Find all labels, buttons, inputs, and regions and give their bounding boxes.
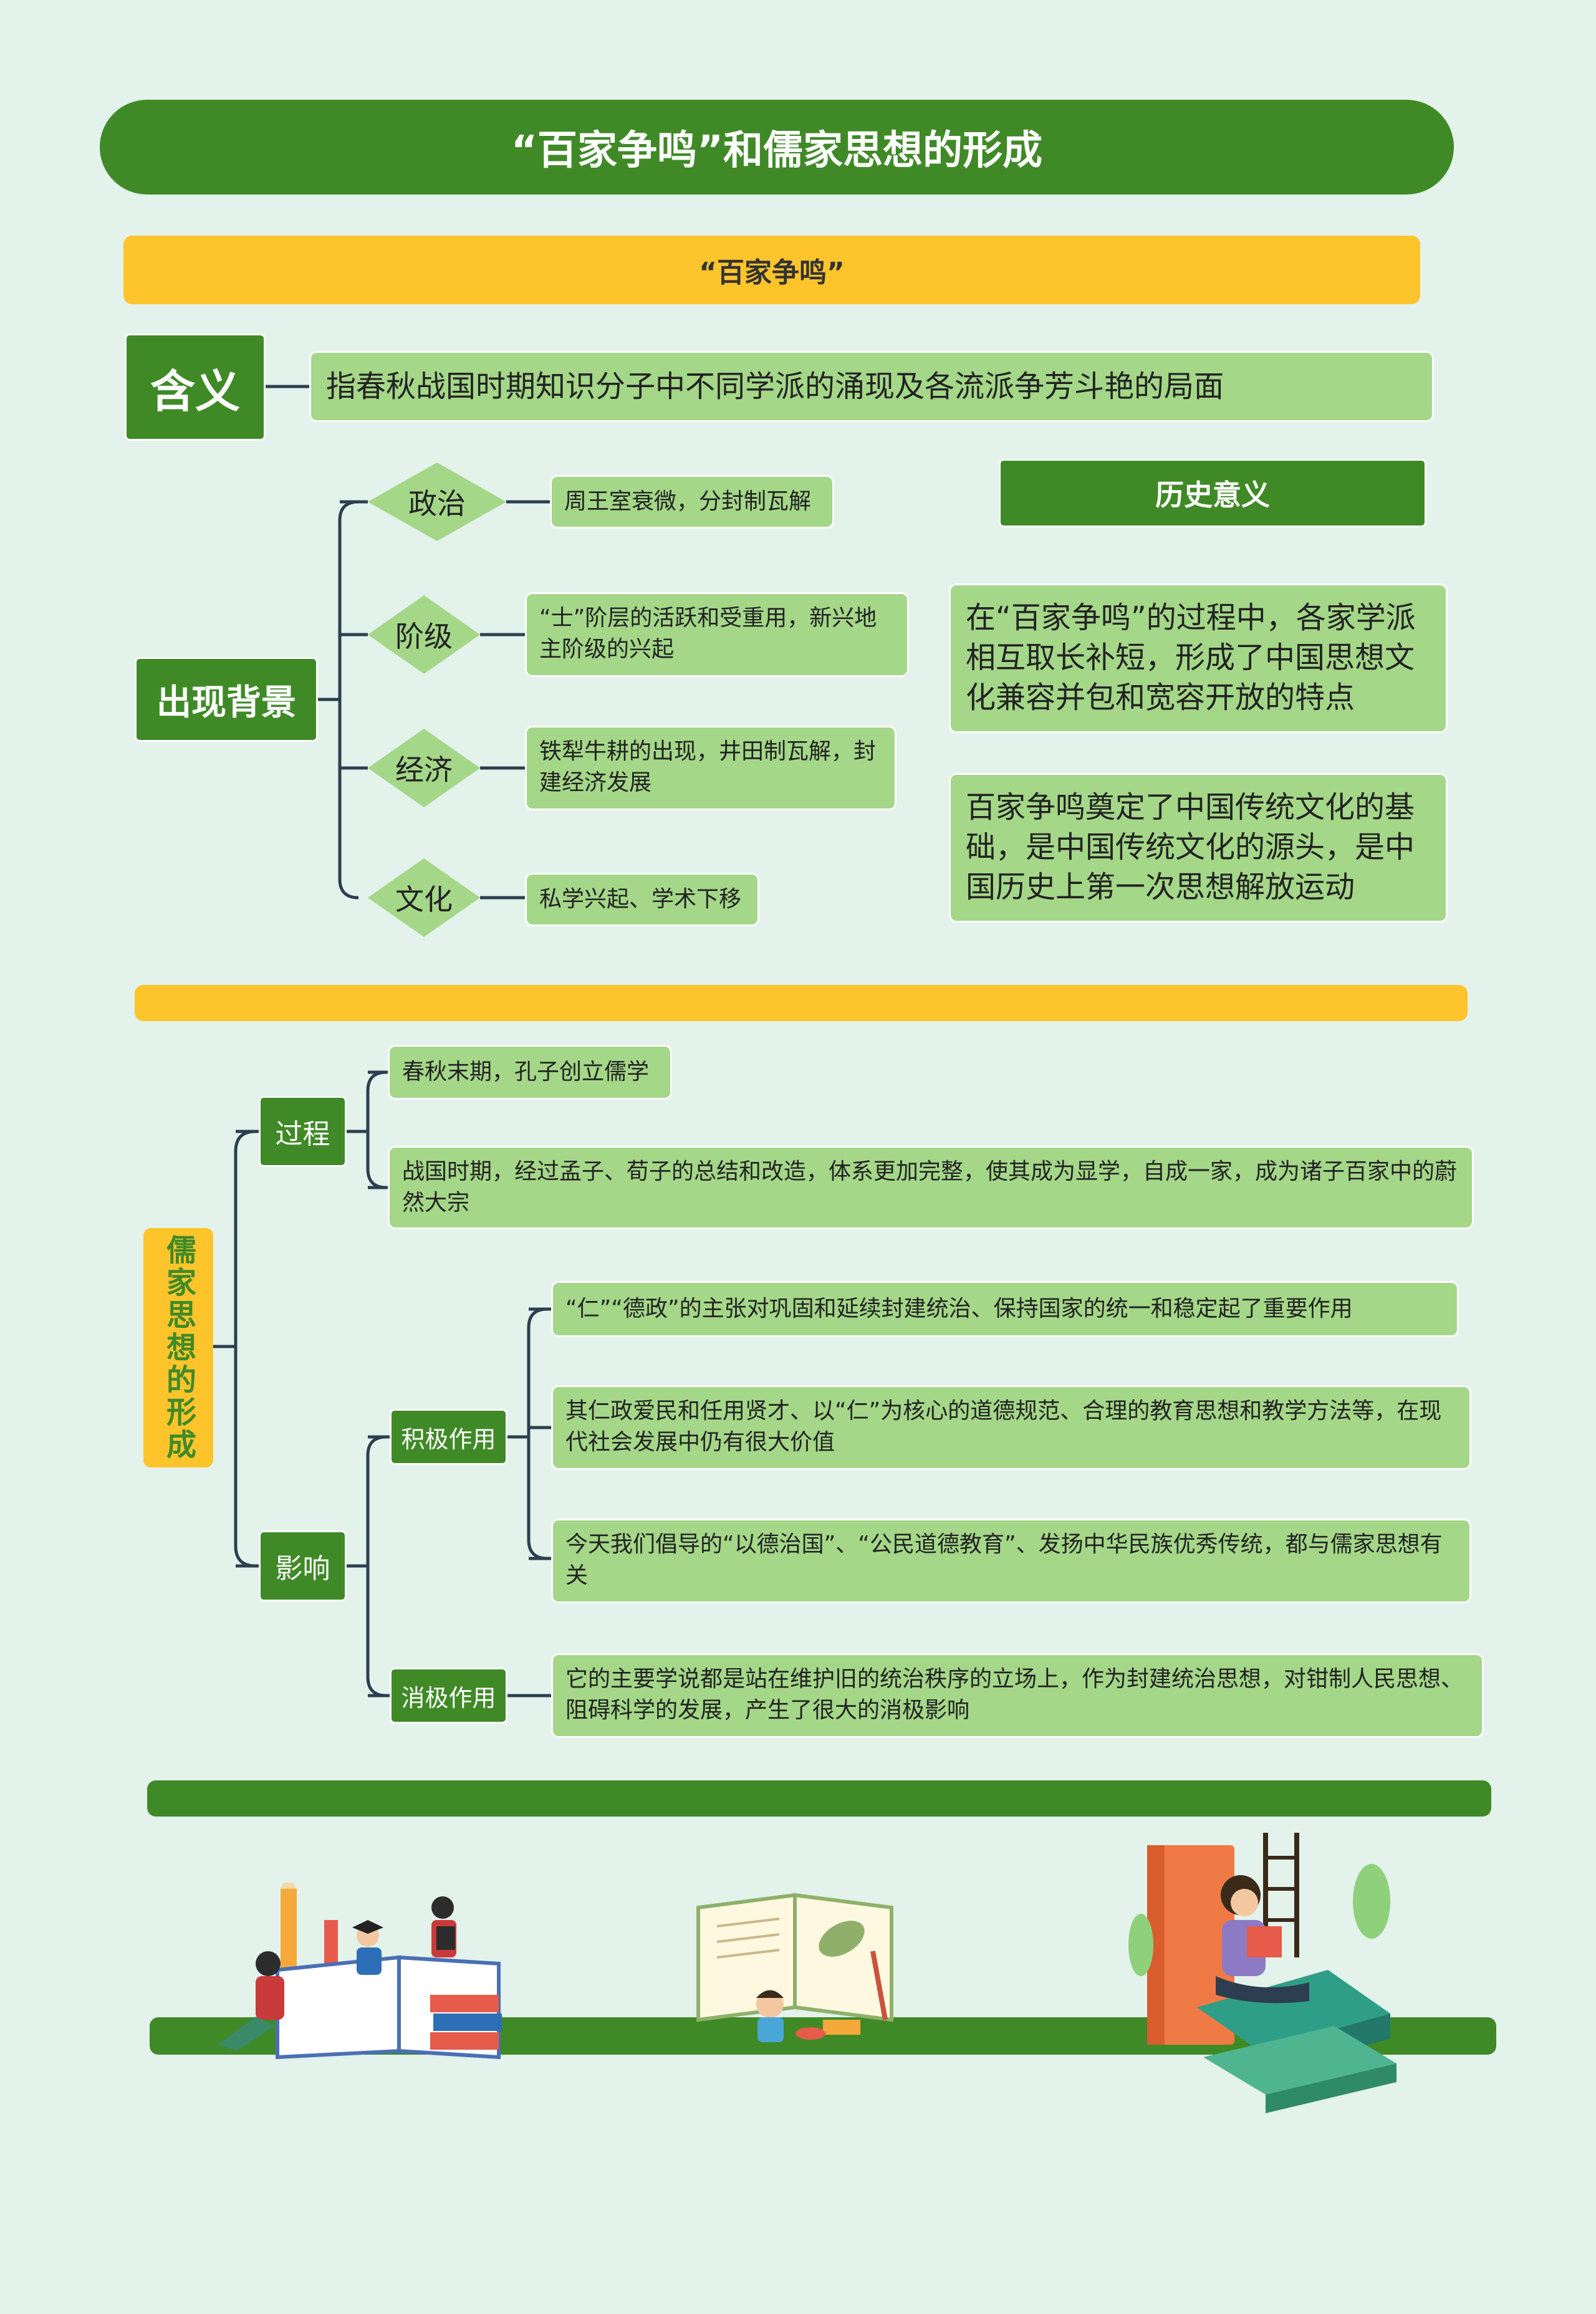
diamond-class: 阶级: [368, 595, 480, 674]
open-book-child-illustration: [696, 1893, 893, 2042]
negative-effect-text: 它的主要学说都是站在维护旧的统治秩序的立场上，作为封建统治思想，对钳制人民思想、…: [551, 1653, 1484, 1738]
significance-label: 历史意义: [999, 459, 1426, 527]
bottom-divider-green: [147, 1780, 1491, 1817]
influence-label: 影响: [259, 1530, 347, 1601]
process-text-1: 春秋末期，孔子创立儒学: [388, 1045, 672, 1100]
section-header-baijia: “百家争鸣”: [123, 236, 1420, 304]
background-class-text: “士”阶层的活跃和受重用，新兴地主阶级的兴起: [525, 592, 909, 677]
negative-effect-label: 消极作用: [390, 1668, 507, 1724]
diamond-culture: 文化: [368, 858, 480, 937]
positive-effect-label: 积极作用: [390, 1409, 507, 1465]
positive-effect-text-2: 其仁政爱民和任用贤才、以“仁”为核心的道德规范、合理的教育思想和教学方法等，在现…: [551, 1385, 1471, 1470]
diamond-economy: 经济: [368, 729, 480, 807]
diamond-politics: 政治: [368, 463, 506, 541]
background-culture-text: 私学兴起、学术下移: [525, 873, 759, 926]
positive-effect-text-1: “仁”“德政”的主张对巩固和延续封建统治、保持国家的统一和稳定起了重要作用: [551, 1281, 1459, 1337]
diamond-politics-label: 政治: [408, 487, 466, 521]
diamond-class-label: 阶级: [395, 620, 453, 653]
meaning-label: 含义: [125, 334, 266, 441]
process-text-2: 战国时期，经过孟子、荀子的总结和改造，体系更加完整，使其成为显学，自成一家，成为…: [388, 1146, 1474, 1229]
girl-reading-books-illustration: [1128, 1833, 1396, 2113]
significance-text-2: 百家争鸣奠定了中国传统文化的基础，是中国传统文化的源头，是中国历史上第一次思想解…: [949, 773, 1448, 923]
section-divider-yellow: [135, 985, 1468, 1021]
diamond-culture-label: 文化: [395, 883, 453, 916]
confucianism-label: 儒家思想的形成: [143, 1228, 213, 1467]
significance-text-1: 在“百家争鸣”的过程中，各家学派相互取长补短，形成了中国思想文化兼容并包和宽容开…: [949, 583, 1448, 733]
background-economy-text: 铁犁牛耕的出现，井田制瓦解，封建经济发展: [525, 726, 897, 810]
process-label: 过程: [259, 1096, 347, 1167]
page-title: “百家争鸣”和儒家思想的形成: [100, 100, 1454, 194]
meaning-text: 指春秋战国时期知识分子中不同学派的涌现及各流派争芳斗艳的局面: [309, 351, 1434, 422]
background-politics-text: 周王室衰微，分封制瓦解: [550, 475, 834, 529]
students-books-illustration: [218, 1883, 502, 2060]
positive-effect-text-3: 今天我们倡导的“以德治国”、“公民道德教育”、发扬中华民族优秀传统，都与儒家思想…: [551, 1519, 1471, 1603]
background-label: 出现背景: [135, 657, 318, 742]
diamond-economy-label: 经济: [395, 753, 453, 787]
